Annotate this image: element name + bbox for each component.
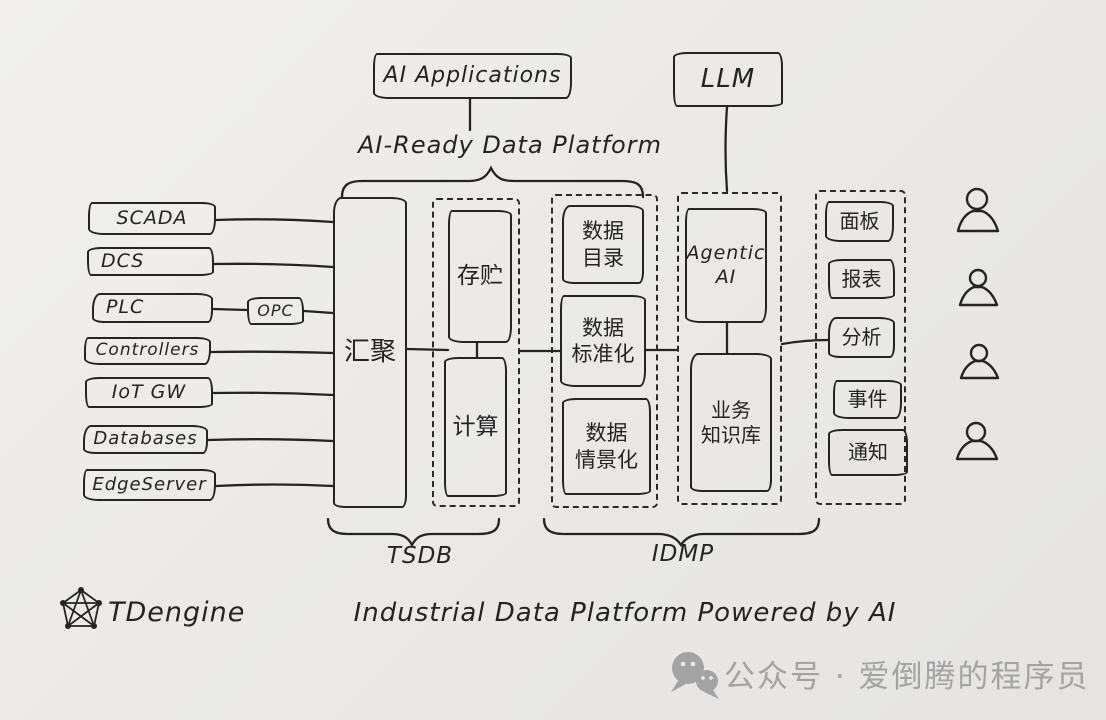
tsdb-group-label: TSDB bbox=[386, 543, 454, 569]
brace-tsdb bbox=[326, 517, 501, 548]
idmp-group-label: IDMP bbox=[651, 541, 715, 567]
line-plc-opc bbox=[211, 307, 249, 312]
line-llm-idmp bbox=[724, 105, 729, 193]
line-dcs-agg bbox=[212, 262, 335, 269]
opc-box: OPC bbox=[247, 297, 304, 325]
agentic-ai-box: Agentic AI bbox=[685, 208, 767, 323]
idmp-col1-dashed-group bbox=[551, 194, 658, 508]
source-box-edgeserver: EdgeServer bbox=[83, 469, 216, 501]
user-icon bbox=[959, 343, 1000, 380]
llm-box: LLM bbox=[673, 52, 783, 107]
data-standardization-box: 数据 标准化 bbox=[560, 295, 646, 387]
compute-box: 计算 bbox=[444, 357, 507, 497]
tdengine-brand-label: TDengine bbox=[108, 597, 246, 628]
line-databases-agg bbox=[206, 438, 335, 443]
diagram-title: Industrial Data Platform Powered by AI bbox=[353, 598, 897, 628]
tdengine-logo-icon bbox=[60, 587, 102, 629]
watermark-text: 公众号 · 爱倒腾的程序员 bbox=[724, 659, 1090, 695]
data-contextualization-box: 数据 情景化 bbox=[562, 398, 651, 495]
line-edgeserver-agg bbox=[214, 483, 335, 488]
ai-applications-box: AI Applications bbox=[373, 53, 572, 99]
idmp-col2-dashed-group bbox=[677, 192, 782, 505]
output-box-event: 事件 bbox=[833, 380, 902, 419]
storage-box: 存贮 bbox=[448, 210, 512, 343]
source-box-iot-gw: IoT GW bbox=[85, 377, 213, 408]
ai-ready-platform-label: AI-Ready Data Platform bbox=[358, 131, 662, 159]
tsdb-dashed-group bbox=[432, 198, 520, 507]
output-box-report: 报表 bbox=[828, 259, 895, 299]
line-iotgw-agg bbox=[211, 391, 335, 397]
aggregation-box: 汇聚 bbox=[333, 197, 407, 508]
source-box-controllers: Controllers bbox=[84, 337, 211, 365]
line-scada-agg bbox=[214, 218, 335, 224]
source-box-scada: SCADA bbox=[88, 202, 216, 235]
line-controllers-agg bbox=[209, 350, 335, 355]
source-box-plc: PLC bbox=[92, 293, 213, 323]
user-icon bbox=[958, 268, 999, 307]
user-icon bbox=[956, 187, 1000, 233]
business-knowledge-base-box: 业务 知识库 bbox=[690, 353, 772, 492]
source-box-databases: Databases bbox=[83, 425, 208, 454]
data-catalog-box: 数据 目录 bbox=[562, 205, 644, 284]
brace-ai-ready-platform bbox=[340, 165, 645, 199]
output-box-dashboard: 面板 bbox=[825, 201, 894, 242]
output-box-notification: 通知 bbox=[828, 429, 908, 476]
output-box-analysis: 分析 bbox=[828, 317, 895, 358]
user-icon bbox=[955, 421, 999, 461]
wechat-icon bbox=[671, 652, 719, 699]
outputs-dashed-group bbox=[815, 190, 906, 505]
line-opc-agg bbox=[302, 309, 335, 315]
source-box-dcs: DCS bbox=[87, 247, 214, 276]
